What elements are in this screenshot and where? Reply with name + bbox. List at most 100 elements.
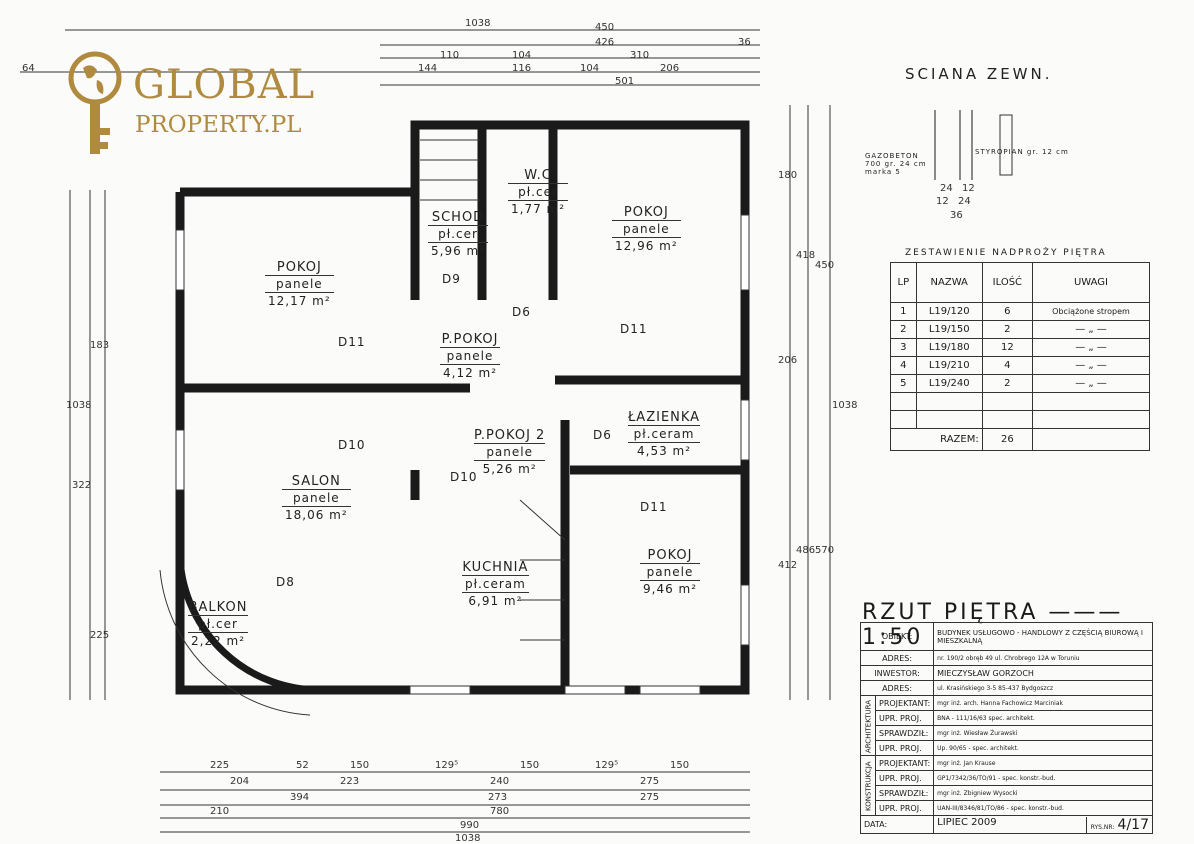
dimension: 116	[512, 63, 532, 74]
dimension: 1038	[465, 18, 491, 29]
dimension: 450	[595, 22, 615, 33]
value: Up. 90/65 - spec. architekt.	[933, 740, 1153, 756]
room-area: 12,96 m²	[612, 237, 681, 254]
dimension: 180	[778, 170, 798, 181]
door-label: D11	[338, 335, 366, 349]
room-name: POKOJ	[623, 205, 669, 220]
room-floor: pł.ceram	[462, 575, 529, 592]
dimension: 129⁵	[595, 760, 619, 771]
windows	[175, 214, 750, 695]
wall-dim: 24	[958, 196, 971, 207]
cell: L19/240	[915, 374, 983, 393]
dimension: 275	[640, 776, 660, 787]
cell: 12	[981, 338, 1034, 357]
wall-material-1: GAZOBETON 700 gr. 24 cm marka 5	[865, 152, 927, 176]
value: mgr inż. Zbigniew Wysocki	[933, 785, 1153, 801]
wall-section-detail	[934, 110, 973, 180]
total-label: RAZEM:	[890, 428, 983, 451]
cell: 6	[981, 302, 1034, 321]
room-area: 4,12 m²	[440, 364, 501, 381]
dimension: 394	[290, 792, 310, 803]
room-floor: panele	[265, 275, 334, 292]
cell: — „ —	[1032, 320, 1150, 339]
label: PROJEKTANT:	[874, 755, 935, 771]
key-globe-icon	[68, 51, 122, 154]
dimension: 64	[22, 63, 35, 74]
cell: L19/210	[915, 356, 983, 375]
door-label: D10	[450, 470, 478, 484]
dimension: 104	[512, 50, 532, 61]
col-header: UWAGI	[1032, 262, 1150, 303]
room-name: POKOJ	[647, 548, 693, 563]
label: OBIEKT:	[859, 622, 935, 651]
value: GP1/7342/36/TO/91 - spec. konstr.-bud.	[933, 770, 1153, 786]
cell: — „ —	[1032, 356, 1150, 375]
value: UAN-III/8346/81/TO/86 - spec. konstr.-bu…	[933, 800, 1153, 816]
door-label: D9	[442, 272, 461, 286]
cell: — „ —	[1032, 338, 1150, 357]
label: ADRES:	[859, 650, 935, 666]
cell: 2	[981, 374, 1034, 393]
room-name: KUCHNIA	[462, 560, 529, 575]
dimension: 780	[490, 806, 510, 817]
value: mgr inż. Jan Krause	[933, 755, 1153, 771]
dimension: 206	[660, 63, 680, 74]
room-name: SCHOD	[431, 210, 485, 225]
dimension: 486	[796, 545, 816, 556]
dimension: 150	[350, 760, 370, 771]
label: DATA:	[859, 815, 935, 834]
dimension: 225	[210, 760, 230, 771]
door-label: D6	[593, 428, 612, 442]
room-name: P.POKOJ 2	[474, 428, 546, 443]
dimension: 275	[640, 792, 660, 803]
dimension: 570	[815, 545, 835, 556]
dimension: 223	[340, 776, 360, 787]
drawing-title-text: RZUT PIĘTRA	[862, 600, 1039, 625]
value: BNA - 111/16/63 spec. architekt.	[933, 710, 1153, 726]
section-label: ARCHITEKTURA	[860, 695, 876, 756]
room-area: 9,46 m²	[640, 580, 701, 597]
room-area: 4,53 m²	[628, 442, 701, 459]
label: UPR. PROJ.	[874, 770, 935, 786]
room-floor: pł.cer	[188, 615, 249, 632]
dimension: 150	[670, 760, 690, 771]
label: UPR. PROJ.	[874, 800, 935, 816]
col-header: LP	[890, 262, 917, 303]
value: MIECZYSŁAW GORZOCH	[933, 665, 1153, 681]
value: mgr inż. arch. Hanna Fachowicz Marciniak	[933, 695, 1153, 711]
title-block: OBIEKT:BUDYNEK USŁUGOWO - HANDLOWY Z CZĘ…	[859, 622, 1153, 834]
dimension: 206	[778, 355, 798, 366]
room-floor: panele	[474, 443, 546, 460]
room-floor: pł.cer	[428, 225, 489, 242]
total-row: RAZEM:26	[890, 428, 1150, 451]
wall-dim: 12	[962, 183, 975, 194]
value: nr. 190/2 obręb 49 ul. Chrobrego 12A w T…	[933, 650, 1153, 666]
walls	[175, 120, 750, 695]
label: UPR. PROJ.	[874, 710, 935, 726]
dimension: 225	[90, 630, 110, 641]
dimension: 1038	[455, 833, 481, 844]
cell: 5	[890, 374, 917, 393]
cell: L19/120	[915, 302, 983, 321]
wall-dim: 24	[940, 183, 953, 194]
room-name: POKOJ	[276, 260, 322, 275]
door-label: D10	[338, 438, 366, 452]
drawing-number: 4/17	[1117, 816, 1149, 833]
col-header: NAZWA	[915, 262, 983, 303]
wall-dim: 36	[950, 210, 963, 221]
room-area: 2,22 m²	[188, 632, 249, 649]
label: RYS.NR:	[1090, 823, 1115, 831]
room-area: 18,06 m²	[282, 506, 351, 523]
label: UPR. PROJ.	[874, 740, 935, 756]
room-area: 5,96 m²	[428, 242, 489, 259]
